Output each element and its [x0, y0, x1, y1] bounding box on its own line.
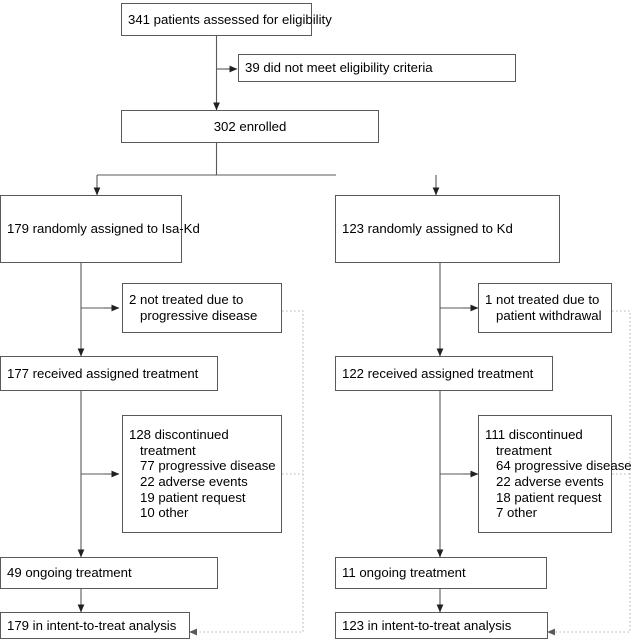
node-discontinued-left-line3: 77 progressive disease	[140, 458, 276, 474]
node-assigned-right: 123 randomly assigned to Kd	[335, 195, 560, 263]
node-discontinued-right-line2: treatment	[496, 442, 552, 458]
node-discontinued-right-line5: 18 patient request	[496, 489, 602, 505]
node-itt-right-label: 123 in intent-to-treat analysis	[342, 617, 512, 633]
node-ongoing-right-label: 11 ongoing treatment	[342, 565, 466, 581]
node-received-left: 177 received assigned treatment	[0, 356, 218, 391]
node-not-treated-right: 1 not treated due to patient withdrawal	[478, 283, 612, 333]
node-assigned-left-label: 179 randomly assigned to Isa-Kd	[7, 221, 200, 237]
node-assigned-right-label: 123 randomly assigned to Kd	[342, 221, 513, 237]
node-excluded: 39 did not meet eligibility criteria	[238, 54, 516, 82]
node-assigned-left: 179 randomly assigned to Isa-Kd	[0, 195, 200, 263]
node-discontinued-left-line6: 10 other	[140, 505, 189, 521]
node-not-treated-left-line2: progressive disease	[140, 308, 258, 323]
node-discontinued-left-line4: 22 adverse events	[140, 474, 248, 489]
node-itt-right: 123 in intent-to-treat analysis	[335, 612, 548, 639]
node-itt-left-label: 179 in intent-to-treat analysis	[7, 617, 177, 633]
node-discontinued-left-line2: treatment	[140, 442, 196, 458]
node-discontinued-right-line1: 111 discontinued	[485, 427, 583, 443]
node-excluded-label: 39 did not meet eligibility criteria	[245, 60, 433, 76]
node-discontinued-left-line1: 128 discontinued	[129, 427, 229, 443]
node-discontinued-right: 111 discontinued treatment 64 progressiv…	[478, 415, 632, 533]
node-enrolled: 302 enrolled	[121, 110, 379, 143]
node-received-right-label: 122 received assigned treatment	[342, 365, 534, 381]
node-discontinued-right-line6: 7 other	[496, 505, 538, 521]
node-itt-left: 179 in intent-to-treat analysis	[0, 612, 190, 639]
node-enrolled-label: 302 enrolled	[213, 118, 287, 134]
arrowhead-dotted-left	[189, 628, 197, 636]
node-not-treated-left-line1: 2 not treated due to	[129, 292, 244, 308]
node-not-treated-right-line2: patient withdrawal	[496, 308, 602, 323]
node-ongoing-left: 49 ongoing treatment	[0, 557, 218, 589]
node-ongoing-left-label: 49 ongoing treatment	[7, 565, 132, 581]
node-received-left-label: 177 received assigned treatment	[7, 365, 199, 381]
node-discontinued-left-line5: 19 patient request	[140, 489, 246, 505]
node-received-right: 122 received assigned treatment	[335, 356, 553, 391]
node-not-treated-right-line1: 1 not treated due to	[485, 292, 600, 308]
node-not-treated-left: 2 not treated due to progressive disease	[122, 283, 282, 333]
node-discontinued-right-line4: 22 adverse events	[496, 474, 604, 489]
node-assessed-label: 341 patients assessed for eligibility	[128, 11, 332, 27]
node-ongoing-right: 11 ongoing treatment	[335, 557, 547, 589]
arrowhead-dotted-right	[547, 628, 555, 636]
node-discontinued-left: 128 discontinued treatment 77 progressiv…	[122, 415, 282, 533]
node-discontinued-right-line3: 64 progressive disease	[496, 458, 632, 474]
node-assessed: 341 patients assessed for eligibility	[121, 3, 332, 36]
